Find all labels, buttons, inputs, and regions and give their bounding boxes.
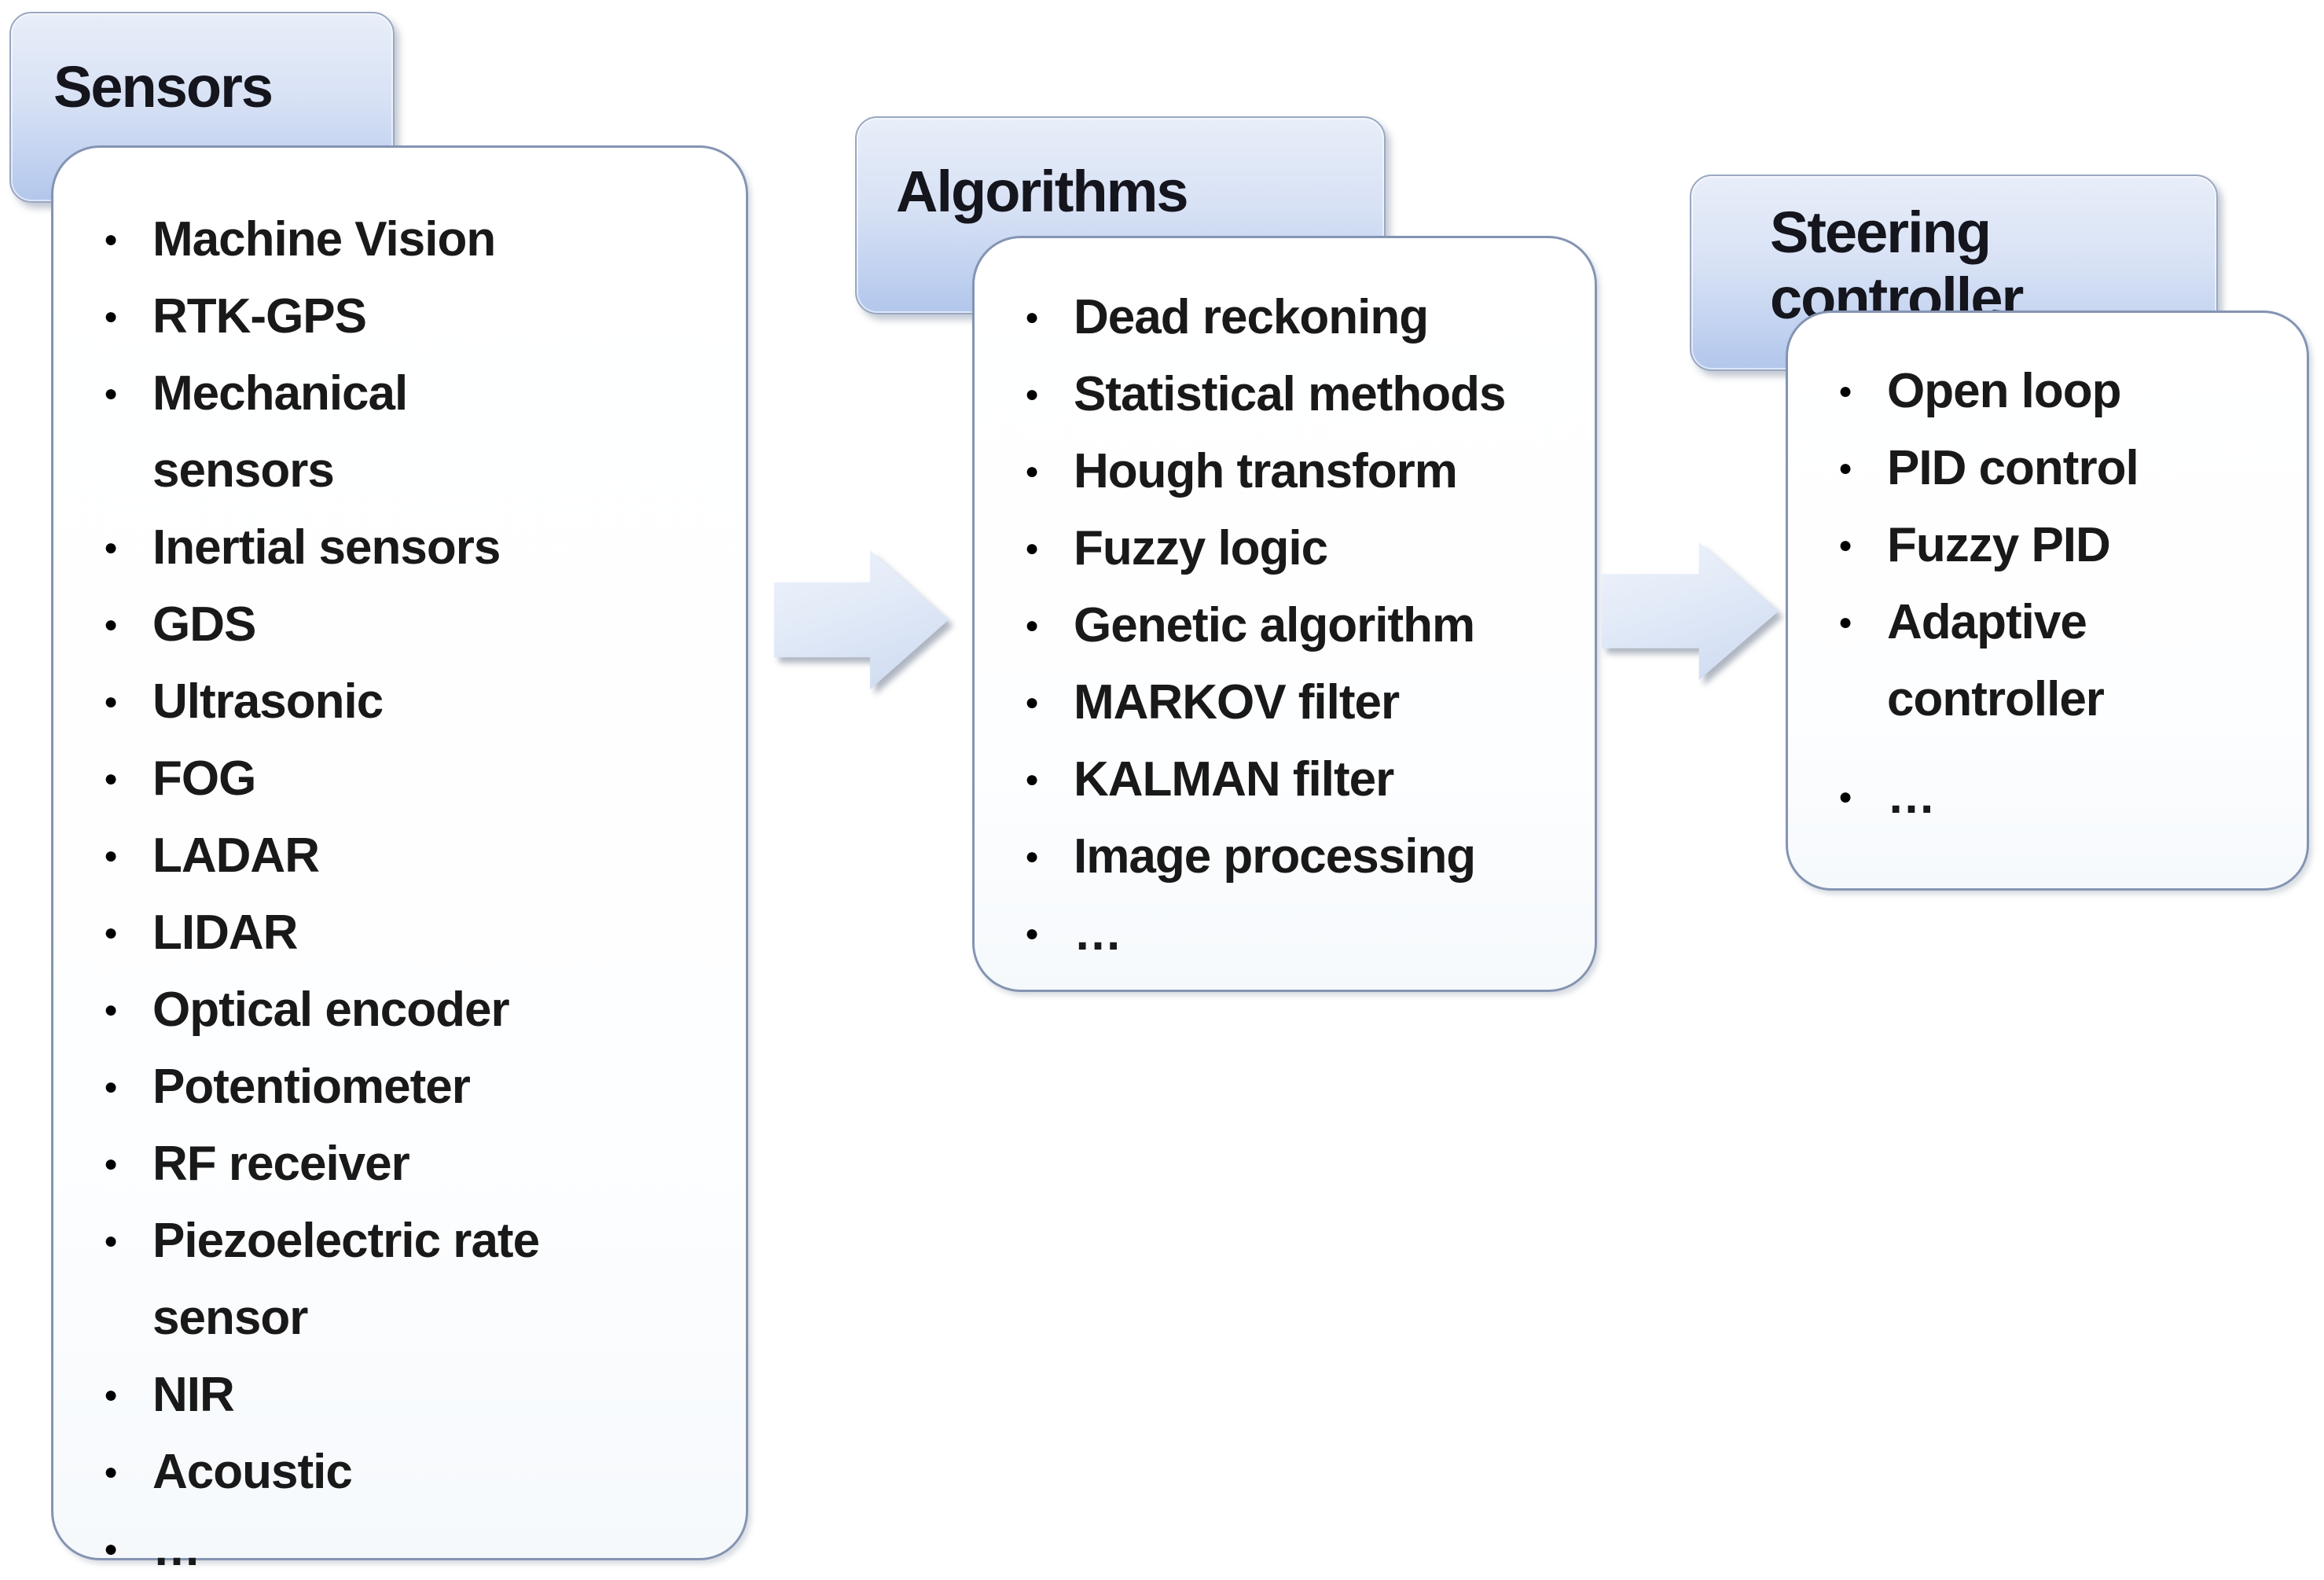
list-item: RTK-GPS	[101, 278, 588, 355]
algorithms-list: Dead reckoningStatistical methodsHough t…	[1022, 279, 1571, 972]
list-item: Piezoelectric rate sensor	[101, 1203, 588, 1357]
right-arrow-shape	[774, 550, 949, 689]
right-arrow-icon-algorithms-to-steering	[1602, 542, 1779, 680]
list-item: Hough transform	[1022, 433, 1509, 510]
list-item: Genetic algorithm	[1022, 587, 1509, 664]
list-item: Inertial sensors	[101, 509, 588, 586]
list-item: NIR	[101, 1357, 588, 1434]
list-item: …	[1022, 895, 1509, 972]
algorithms-panel: Dead reckoningStatistical methodsHough t…	[972, 236, 1597, 992]
list-item: LIDAR	[101, 895, 588, 972]
list-item: LADAR	[101, 818, 588, 895]
right-arrow-shape	[1602, 542, 1779, 680]
list-item: Fuzzy PID	[1835, 507, 2189, 584]
list-item: Acoustic	[101, 1434, 588, 1511]
list-item: Machine Vision	[101, 201, 588, 278]
list-item: Ultrasonic	[101, 663, 588, 740]
list-item: RF receiver	[101, 1126, 588, 1203]
list-item: Optical encoder	[101, 972, 588, 1049]
list-item: Statistical methods	[1022, 356, 1509, 433]
list-item: Potentiometer	[101, 1049, 588, 1126]
sensors-panel: Machine VisionRTK-GPSMechanical sensorsI…	[51, 145, 748, 1580]
list-item: Mechanical sensors	[101, 355, 588, 509]
list-item: …	[101, 1511, 588, 1580]
list-item: MARKOV filter	[1022, 664, 1509, 741]
list-item: Fuzzy logic	[1022, 510, 1509, 587]
list-item: …	[1835, 759, 2189, 836]
algorithms-title: Algorithms	[896, 159, 1189, 224]
list-item: Dead reckoning	[1022, 279, 1509, 356]
list-item: Adaptive controller	[1835, 584, 2189, 738]
list-item: FOG	[101, 740, 588, 818]
sensors-title: Sensors	[53, 54, 274, 119]
list-item: Image processing	[1022, 818, 1509, 895]
list-item: Open loop	[1835, 353, 2189, 430]
list-item: KALMAN filter	[1022, 741, 1509, 818]
steering-controller-list: Open loopPID controlFuzzy PIDAdaptive co…	[1835, 353, 2283, 836]
list-item: PID control	[1835, 430, 2189, 507]
steering-controller-panel: Open loopPID controlFuzzy PIDAdaptive co…	[1786, 310, 2309, 891]
sensors-list: Machine VisionRTK-GPSMechanical sensorsI…	[101, 201, 722, 1580]
list-item: GDS	[101, 586, 588, 663]
right-arrow-icon-sensors-to-algorithms	[774, 550, 949, 689]
